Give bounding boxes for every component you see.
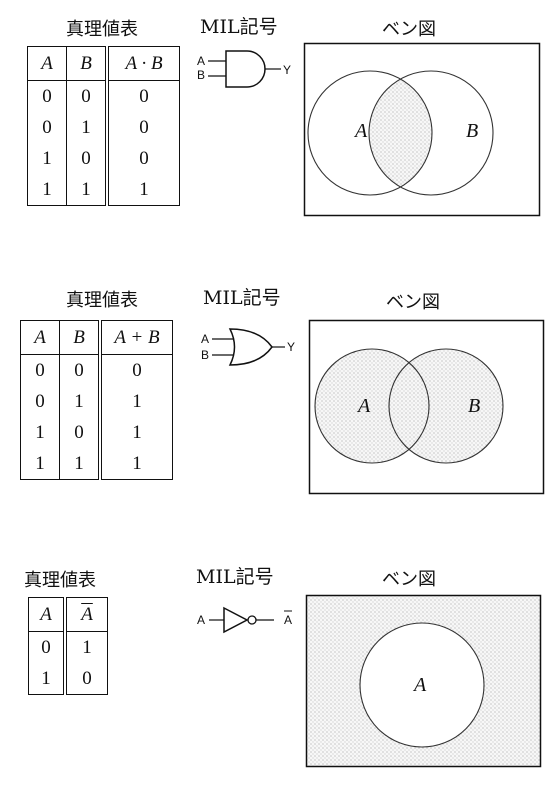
header-and: A · B [105, 46, 180, 81]
table-cell: 1 [105, 174, 180, 206]
header-a: A [20, 320, 60, 355]
table-row: 1 1 1 [20, 448, 173, 480]
not-venn-diagram: A [305, 594, 542, 768]
header-not-a: A [63, 597, 108, 632]
table-cell: 0 [66, 80, 108, 112]
gate-input-a-label: A [201, 332, 209, 346]
or-section: 真理値表 MIL記号 ベン図 A B A + B 0 0 0 0 1 1 1 0 [0, 270, 554, 510]
mil-symbol-title: MIL記号 [203, 287, 281, 309]
table-cell: 1 [59, 386, 101, 417]
table-cell: 0 [59, 417, 101, 448]
gate-output-label: Y [287, 340, 295, 354]
table-cell: 1 [20, 448, 60, 480]
table-cell: 1 [59, 448, 101, 480]
table-cell: 0 [98, 354, 173, 386]
truth-table-title: 真理値表 [24, 570, 96, 591]
or-truth-table: A B A + B 0 0 0 0 1 1 1 0 1 1 [20, 320, 173, 480]
table-cell: 0 [28, 631, 66, 663]
table-row: 1 0 0 [27, 143, 180, 174]
table-cell: 0 [105, 112, 180, 143]
mil-symbol-title: MIL記号 [196, 566, 274, 588]
table-cell: 1 [98, 386, 173, 417]
table-cell: 1 [27, 143, 67, 174]
venn-diagram-title: ベン図 [382, 19, 436, 40]
table-cell: 1 [28, 663, 66, 695]
header-a: A [28, 597, 66, 632]
header-b: B [66, 46, 108, 81]
table-header-row: A A [28, 597, 108, 632]
venn-diagram-title: ベン図 [382, 569, 436, 590]
table-cell: 1 [98, 417, 173, 448]
header-b: B [59, 320, 101, 355]
table-row: 0 1 0 [27, 112, 180, 143]
table-row: 1 0 [28, 663, 108, 695]
table-row: 0 0 0 [27, 80, 180, 112]
header-or: A + B [98, 320, 173, 355]
table-cell: 0 [27, 112, 67, 143]
table-header-row: A B A · B [27, 46, 180, 81]
and-gate-icon: A B Y [197, 50, 291, 88]
venn-label-a: A [412, 674, 427, 696]
table-cell: 0 [59, 354, 101, 386]
table-cell: 1 [66, 174, 108, 206]
truth-table-title: 真理値表 [66, 19, 138, 40]
header-not-a-text: A [81, 603, 93, 625]
table-cell: 0 [20, 386, 60, 417]
mil-symbol-title: MIL記号 [200, 16, 278, 38]
table-cell: 0 [63, 663, 108, 695]
venn-label-a: A [353, 120, 368, 142]
table-cell: 1 [98, 448, 173, 480]
not-truth-table: A A 0 1 1 0 [28, 597, 108, 695]
table-row: 0 1 [28, 631, 108, 663]
table-cell: 0 [20, 354, 60, 386]
table-cell: 0 [105, 80, 180, 112]
table-cell: 1 [63, 631, 108, 663]
table-row: 0 0 0 [20, 354, 173, 386]
not-gate-icon: A A [197, 606, 292, 634]
truth-table-title: 真理値表 [66, 290, 138, 311]
venn-label-a: A [356, 395, 371, 417]
gate-input-b-label: B [197, 68, 205, 82]
header-a: A [27, 46, 67, 81]
venn-label-b: B [466, 120, 478, 142]
table-cell: 1 [66, 112, 108, 143]
venn-label-b: B [468, 395, 480, 417]
gate-input-b-label: B [201, 348, 209, 362]
gate-input-a-label: A [197, 613, 205, 627]
venn-diagram-title: ベン図 [386, 292, 440, 313]
table-header-row: A B A + B [20, 320, 173, 355]
or-gate-icon: A B Y [201, 328, 295, 366]
table-row: 1 1 1 [27, 174, 180, 206]
table-cell: 0 [105, 143, 180, 174]
gate-output-label: A [284, 613, 292, 627]
and-venn-diagram: A B [303, 42, 541, 217]
table-cell: 1 [20, 417, 60, 448]
and-truth-table: A B A · B 0 0 0 0 1 0 1 0 0 1 [27, 46, 180, 206]
or-venn-diagram: A B [308, 319, 545, 495]
table-cell: 0 [66, 143, 108, 174]
table-cell: 1 [27, 174, 67, 206]
gate-input-a-label: A [197, 54, 205, 68]
and-section: 真理値表 MIL記号 ベン図 A B A · B 0 0 0 0 1 0 1 0 [0, 0, 554, 240]
table-row: 1 0 1 [20, 417, 173, 448]
gate-output-label: Y [283, 63, 291, 77]
not-section: 真理値表 MIL記号 ベン図 A A 0 1 1 0 A A [0, 540, 554, 785]
table-row: 0 1 1 [20, 386, 173, 417]
table-cell: 0 [27, 80, 67, 112]
